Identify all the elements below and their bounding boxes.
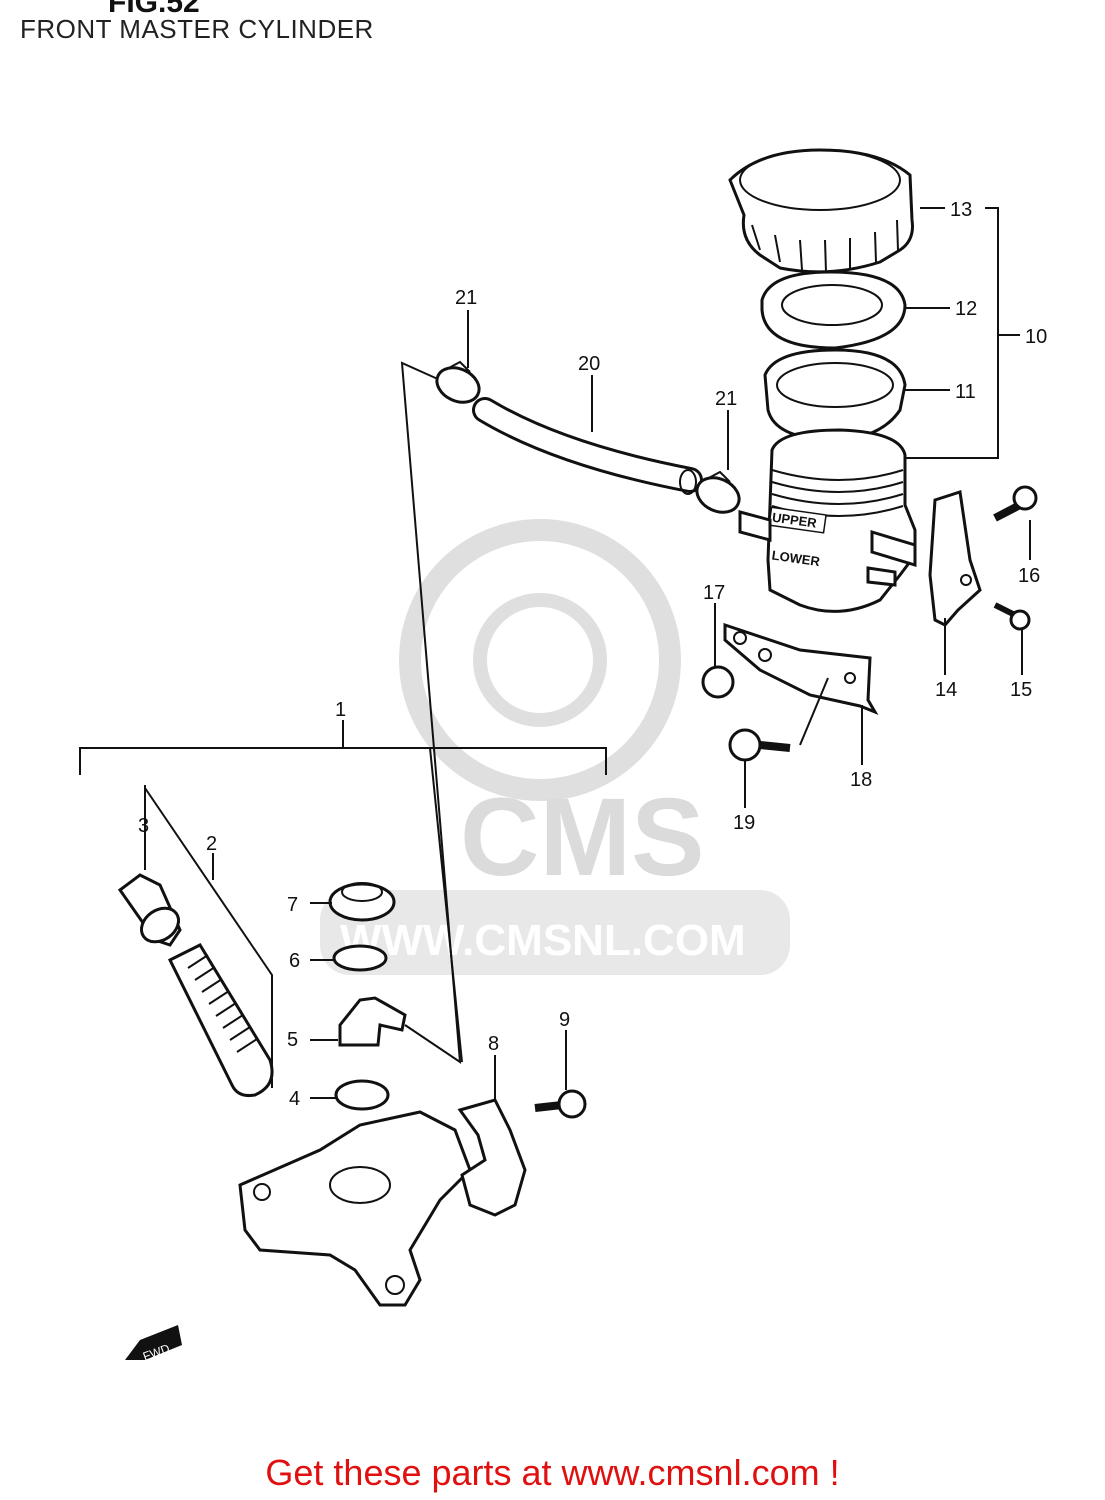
callout-21-upper: 21 [455, 287, 477, 309]
callout-9: 9 [559, 1009, 570, 1031]
callout-12: 12 [955, 298, 977, 320]
callout-15: 15 [1010, 679, 1032, 701]
part-5-connector [338, 996, 407, 1047]
part-17-screw [701, 665, 735, 699]
reservoir-body: UPPER LOWER [738, 428, 917, 613]
callout-19: 19 [733, 812, 755, 834]
callout-4: 4 [289, 1088, 300, 1110]
callout-8: 8 [488, 1033, 499, 1055]
watermark-brand: CMS [460, 776, 704, 899]
part-13-reservoir-cap [728, 148, 914, 274]
group-10-bracket [904, 207, 1020, 459]
callout-5: 5 [287, 1029, 298, 1051]
hose-routing-line [400, 361, 462, 1064]
callout-3: 3 [138, 815, 149, 837]
callout-11: 11 [955, 381, 976, 403]
callout-18: 18 [850, 769, 872, 791]
callout-leaders [212, 207, 1031, 1100]
part-15-screw [993, 602, 1031, 631]
master-cylinder-body [238, 1110, 472, 1307]
part-4-o-ring [334, 1079, 390, 1111]
callout-10: 10 [1025, 326, 1047, 348]
watermark-url: WWW.CMSNL.COM [340, 916, 746, 965]
part-20-hose [472, 397, 703, 495]
part-11-diaphragm [763, 348, 907, 442]
callout-1: 1 [335, 699, 346, 721]
reservoir-upper-mark: UPPER [771, 510, 818, 531]
callout-20: 20 [578, 353, 600, 375]
callout-16: 16 [1018, 565, 1040, 587]
part-3-piston [117, 873, 182, 947]
part-8-clamp [457, 1098, 527, 1217]
part-19-screw [728, 728, 791, 762]
footer-link[interactable]: Get these parts at www.cmsnl.com ! [265, 1452, 840, 1493]
callout-21-lower: 21 [715, 388, 737, 410]
callout-6: 6 [289, 950, 300, 972]
part-21-clamp-upper [435, 360, 481, 404]
part-9-bolt [534, 1089, 587, 1119]
callout-13: 13 [950, 199, 972, 221]
part-12-plate [760, 270, 907, 350]
part-6-circlip [332, 944, 388, 972]
part-18-plate [723, 622, 879, 716]
part-21-clamp-lower [695, 470, 741, 514]
watermark: CMS WWW.CMSNL.COM [320, 519, 790, 975]
part-16-screw [993, 485, 1038, 522]
reservoir-lower-mark: LOWER [771, 548, 822, 570]
part-2-piston-spring [167, 943, 274, 1097]
page-title: FRONT MASTER CYLINDER [20, 14, 374, 44]
part-7-boot [328, 882, 396, 922]
callout-2: 2 [206, 833, 217, 855]
callout-17: 17 [703, 582, 725, 604]
fwd-arrow: FWD [125, 1325, 182, 1364]
figure-number: FIG.52 [108, 0, 200, 19]
callout-14: 14 [935, 679, 957, 701]
callouts: 1 2 3 4 5 6 7 8 9 10 11 12 13 14 15 16 1… [138, 199, 1047, 1110]
callout-7: 7 [287, 894, 298, 916]
part-14-bracket [928, 490, 982, 627]
